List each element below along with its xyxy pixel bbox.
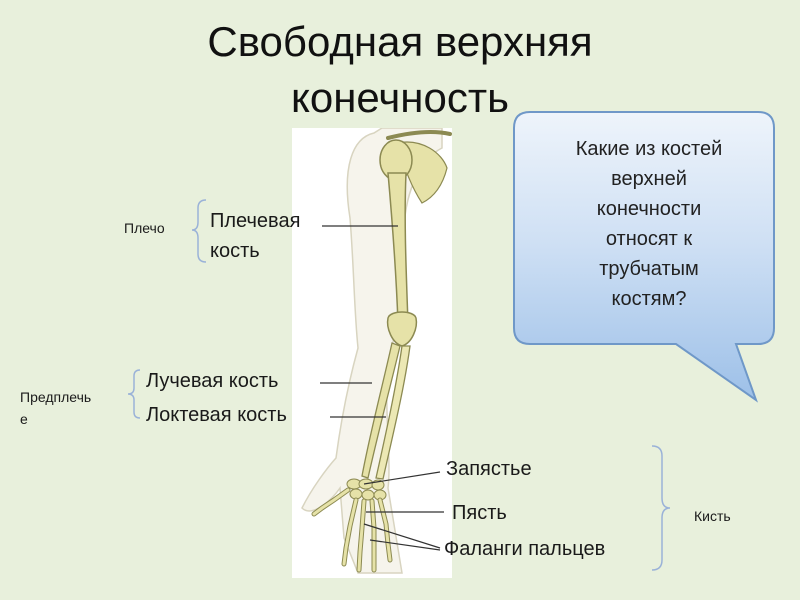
label-ulna: Локтевая кость [146,404,287,426]
question-line: конечности [596,198,702,220]
question-callout: Какие из костей верхней конечности относ… [508,110,788,410]
label-humerus: Плечевая кость [210,206,300,266]
label-forearm-line1: Предплечь [20,389,92,405]
arm-illustration-panel [292,128,452,578]
callout-bubble-shape [513,111,775,403]
label-shoulder: Плечо [124,220,165,236]
label-hand: Кисть [694,508,731,524]
question-line: костям? [611,288,687,310]
bracket-hand [651,445,671,571]
elbow-joint [386,311,418,347]
label-carpus: Запястье [446,458,532,480]
bracket-shoulder [191,199,207,263]
label-forearm-line2: е [20,411,28,427]
title-line-1: Свободная верхняя [207,18,593,65]
label-humerus-line2: кость [210,240,260,262]
arm-skeleton-illustration [301,128,452,574]
question-line: относят к [605,228,693,250]
label-phalanges: Фаланги пальцев [444,538,606,560]
label-forearm: Предплечь е [20,386,91,430]
title-line-2: конечность [291,74,509,121]
bracket-forearm [127,369,141,419]
slide-title: Свободная верхняя конечность [0,14,800,126]
label-metacarpus: Пясть [452,502,507,524]
question-line: Какие из костей [575,138,723,160]
question-line: верхней [611,168,687,190]
label-humerus-line1: Плечевая [210,210,301,232]
question-line: трубчатым [599,258,699,280]
clavicle [386,129,452,140]
label-radius: Лучевая кость [146,370,279,392]
question-text: Какие из костей верхней конечности относ… [528,134,770,314]
